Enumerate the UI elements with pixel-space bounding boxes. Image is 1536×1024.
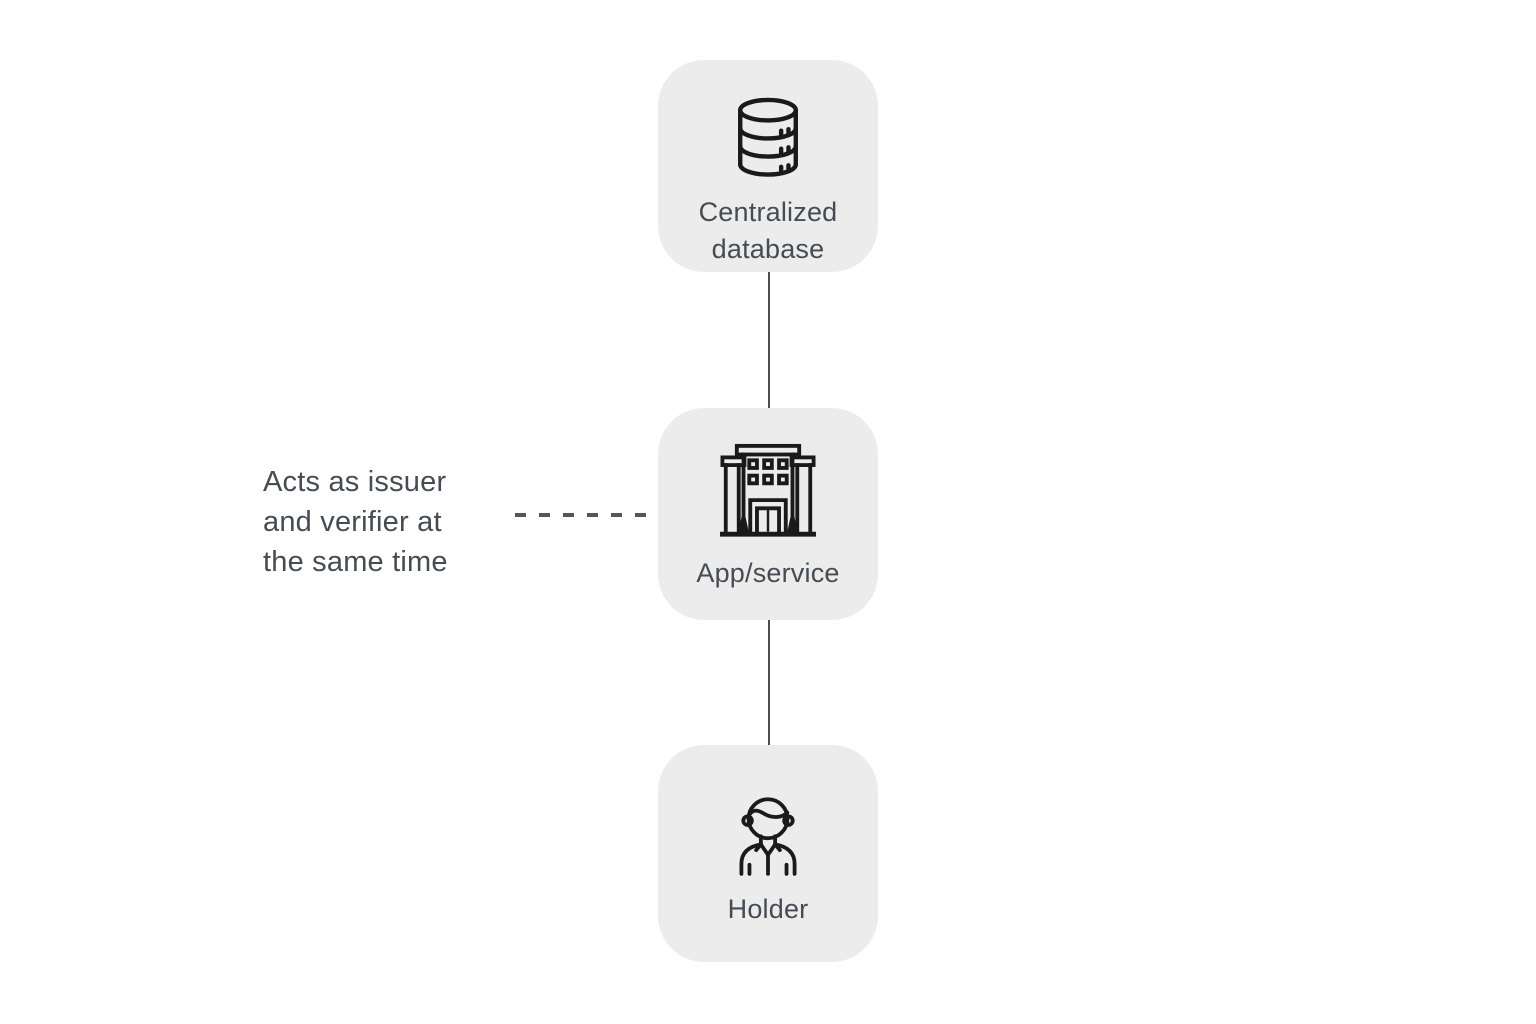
annotation-line: Acts as issuer [263,466,447,498]
annotation-text: Acts as issuer and verifier at the same … [263,462,448,582]
connector-database-to-app [768,272,770,408]
node-holder: Holder [658,745,878,962]
person-icon [739,797,797,876]
connector-app-to-holder [768,620,770,745]
node-app-service: App/service [658,408,878,620]
annotation-line: and verifier at [263,506,442,538]
building-icon [720,443,816,537]
node-label: Holder [727,894,809,924]
node-label: App/service [696,558,840,588]
annotation-dashed-connector [515,513,659,517]
database-icon [738,97,798,177]
node-label: Centralized database [698,197,838,264]
node-centralized-database: Centralized database [658,60,878,272]
annotation-line: the same time [263,546,448,578]
